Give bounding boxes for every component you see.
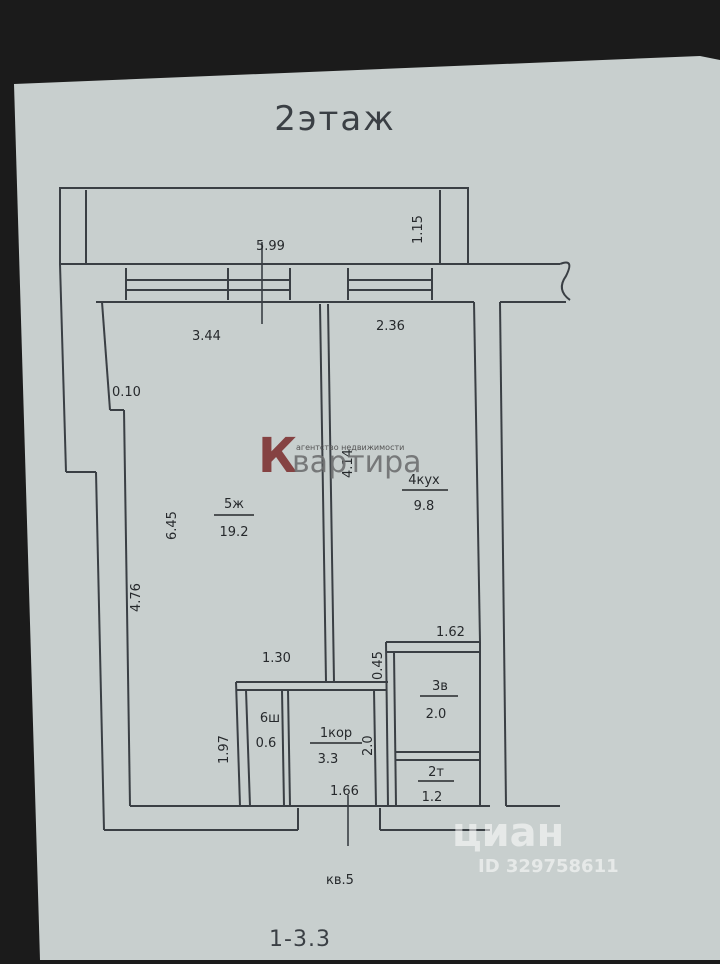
dim-kitchen-width: 2.36 [376, 319, 405, 334]
agency-logo-letter: К [258, 428, 297, 484]
agency-tagline: агентство недвижимости [296, 443, 404, 452]
listing-brand: циан [452, 810, 564, 856]
dim-bath-width: 1.62 [436, 625, 465, 640]
dim-living-length: 6.45 [165, 511, 180, 540]
room-number: 1кор [320, 726, 352, 741]
room-number: 6ш [260, 711, 280, 726]
room-area: 19.2 [220, 525, 249, 540]
dim-corridor-depth: 1.97 [217, 735, 232, 764]
listing-watermark: циан ID 329758611 [452, 810, 619, 877]
apartment-label: кв.5 [326, 873, 354, 888]
listing-id: ID 329758611 [478, 856, 619, 877]
paper-sheet [14, 56, 720, 960]
dim-balcony-width: 5.99 [256, 239, 285, 254]
agency-brand: вартира [292, 445, 422, 480]
dim-corridor-bottom: 1.66 [330, 784, 359, 799]
room-area: 2.0 [426, 707, 447, 722]
dim-balcony-depth: 1.15 [411, 215, 426, 244]
room-kitchen: 4кух 9.8 [402, 473, 448, 514]
room-corridor: 1кор 3.3 [310, 726, 362, 767]
room-number: 2т [428, 765, 444, 780]
room-number: 4кух [408, 473, 440, 488]
room-area: 0.6 [256, 736, 277, 751]
dim-corridor-side: 2.0 [361, 735, 376, 756]
room-area: 3.3 [318, 752, 339, 767]
room-toilet: 2т 1.2 [418, 765, 454, 805]
dim-corridor-top: 1.30 [262, 651, 291, 666]
dimension-lines [261, 242, 349, 846]
room-area: 1.2 [422, 790, 443, 805]
room-number: 5ж [224, 497, 244, 512]
dim-living-width: 3.44 [192, 329, 221, 344]
dim-wall: 0.10 [112, 385, 141, 400]
plan-walls [59, 187, 571, 831]
room-bath: 3в 2.0 [420, 679, 458, 722]
agency-watermark: К вартира агентство недвижимости [258, 428, 422, 484]
dim-kitchen-length: 4.14 [341, 449, 356, 478]
footer-line: 1-3.3 [269, 927, 331, 952]
room-living: 5ж 19.2 [214, 497, 254, 540]
dim-living-lower: 4.76 [129, 583, 144, 612]
room-number: 3в [432, 679, 448, 694]
room-closet: 6ш 0.6 [256, 711, 280, 751]
dim-bath-offset: 0.45 [371, 651, 386, 680]
room-area: 9.8 [414, 499, 435, 514]
floor-title: 2этаж [274, 99, 396, 139]
dimension-labels: 5.99 1.15 3.44 2.36 0.10 6.45 4.76 4.14 … [112, 215, 465, 799]
room-labels: 5ж 19.2 4кух 9.8 3в 2.0 2т 1.2 1кор 3.3 … [214, 473, 458, 805]
